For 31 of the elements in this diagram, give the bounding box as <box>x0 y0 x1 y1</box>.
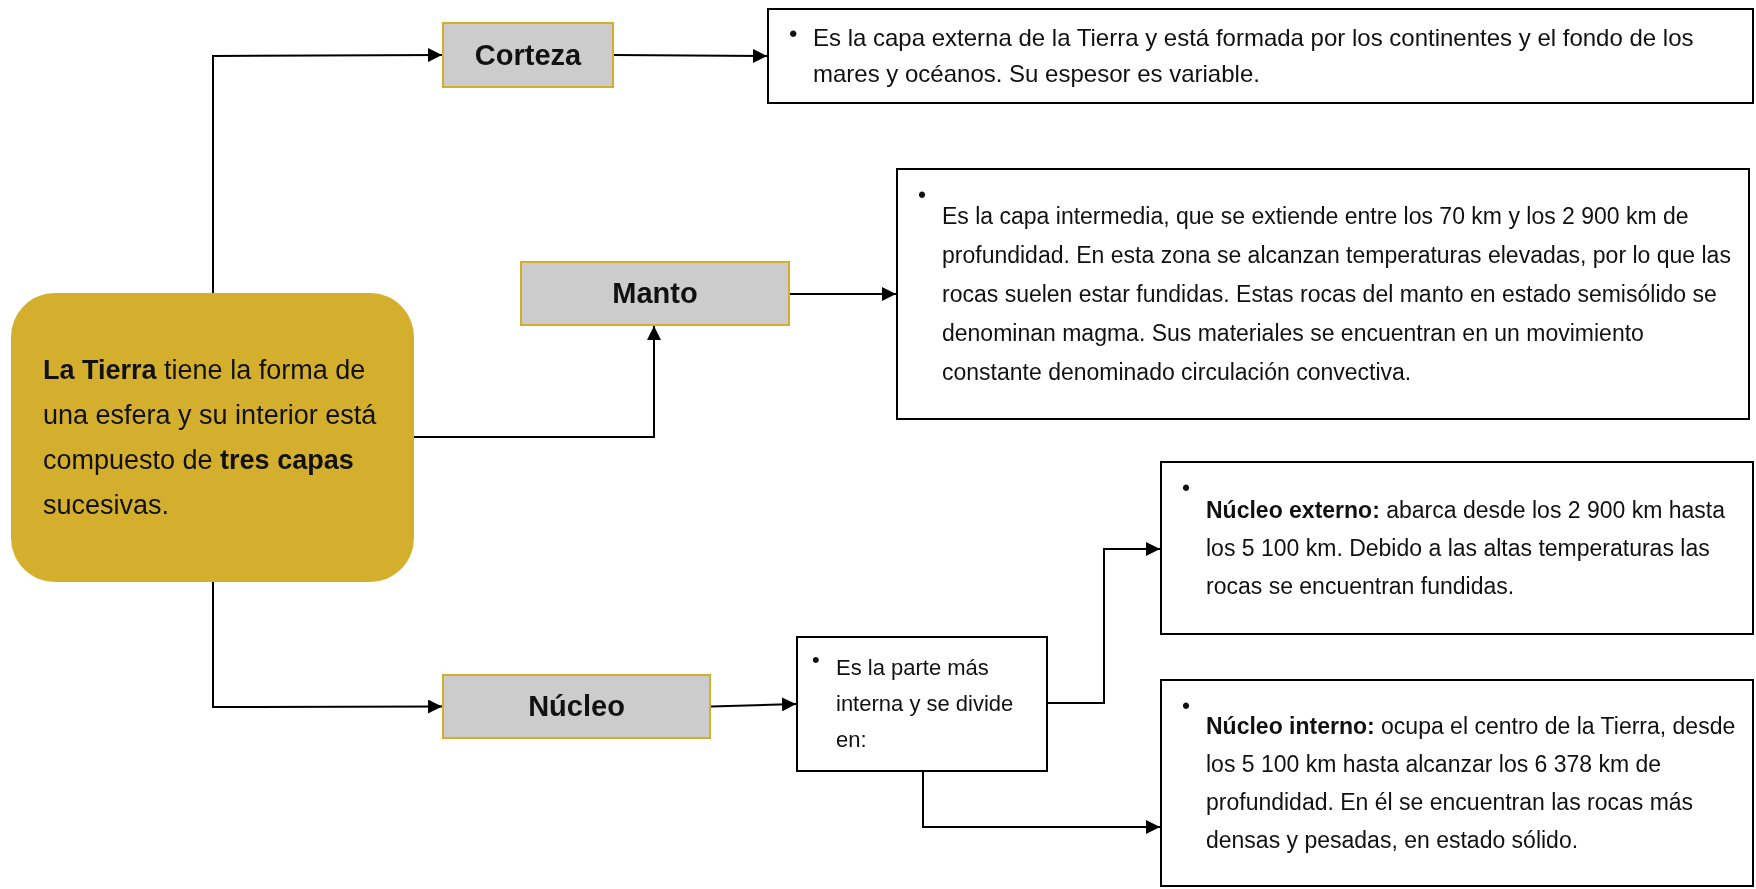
description-box <box>796 636 1048 772</box>
description-box <box>1160 461 1754 635</box>
description-box <box>896 168 1750 420</box>
description-text: Núcleo externo: abarca desde los 2 900 km hasta los 5 100 km. Debido a las altas temperaturas las rocas se encuentran fundidas. <box>1206 496 1727 601</box>
description-box <box>1160 679 1754 887</box>
arrow <box>1047 542 1161 704</box>
layer-box <box>442 22 614 88</box>
bullet-mark: • <box>1182 474 1192 503</box>
arrow <box>710 697 797 712</box>
bullet-mark: • <box>789 19 799 49</box>
layer-name: Núcleo <box>528 690 625 723</box>
description-text: Es la parte más interna y se divide en: <box>836 654 1015 754</box>
arrow <box>212 581 443 714</box>
description-text: Núcleo interno: ocupa el centro de la Tierra, desde los 5 100 km hasta alcanzar los 6 378 km de profundidad. En él se encuentran las rocas más densas y pesadas, en estado sólido. <box>1206 712 1737 855</box>
topic-text: La Tierra tiene la forma de una esfera y su interior está compuesto de tres capas sucesivas. <box>43 353 378 522</box>
description-text: Es la capa externa de la Tierra y está formada por los continentes y el fondo de los mares y océanos. Su espesor es variable. <box>813 23 1695 89</box>
arrow <box>789 287 897 301</box>
arrow <box>922 771 1161 834</box>
layer-box <box>520 261 790 326</box>
arrow <box>212 48 443 294</box>
description-text: Es la capa intermedia, que se extiende entre los 70 km y los 2 900 km de profundidad. En esta zona se alcanzan temperaturas elevadas, por lo que las rocas suelen estar fundidas. Estas rocas del manto en estado semisólido se denominan magma. Sus materiales se encuentran en un movimiento constante denominado circulación convectiva. <box>942 201 1732 387</box>
description-box <box>767 8 1754 104</box>
topic-box <box>11 293 414 582</box>
bullet-mark: • <box>812 646 821 674</box>
arrow <box>413 325 661 438</box>
bullet-mark: • <box>918 181 928 210</box>
layer-name: Corteza <box>474 38 582 72</box>
layer-box <box>442 674 711 739</box>
arrow <box>613 48 768 63</box>
layer-name: Manto <box>612 277 698 310</box>
bullet-mark: • <box>1182 692 1192 721</box>
